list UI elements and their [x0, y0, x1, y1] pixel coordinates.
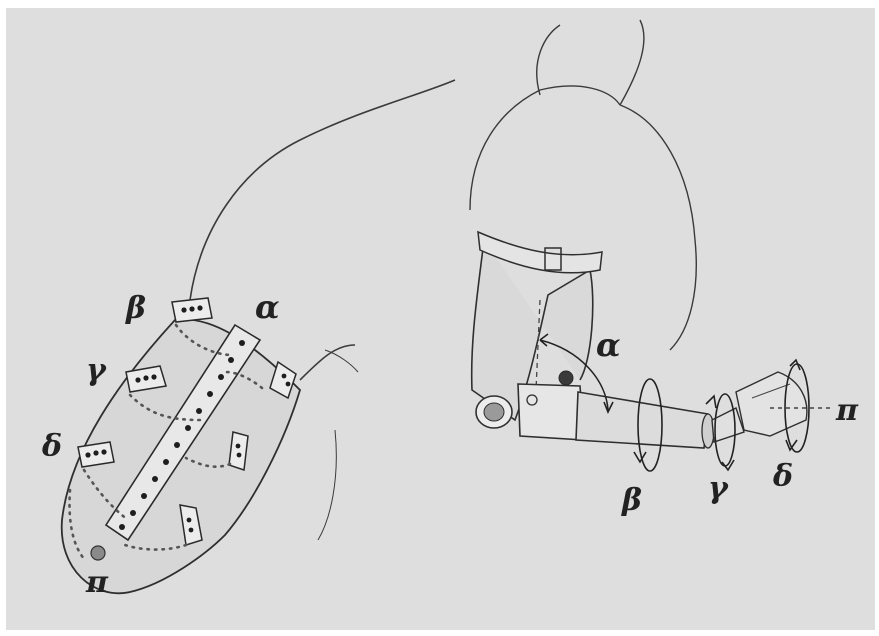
- stump-label-delta: δ: [41, 429, 62, 464]
- prosthesis-label-gamma: γ: [708, 471, 729, 506]
- prosthesis-label-alpha: α: [596, 326, 621, 364]
- prosthesis-label-pi: π: [835, 393, 859, 428]
- stump-label-gamma: γ: [86, 353, 107, 388]
- prosthesis-label-delta: δ: [772, 459, 793, 494]
- prosthesis-label-beta: β: [621, 483, 642, 518]
- stump-label-beta: β: [125, 291, 146, 326]
- stump-label-alpha: α: [255, 288, 280, 326]
- stump-label-pi: π: [85, 565, 109, 600]
